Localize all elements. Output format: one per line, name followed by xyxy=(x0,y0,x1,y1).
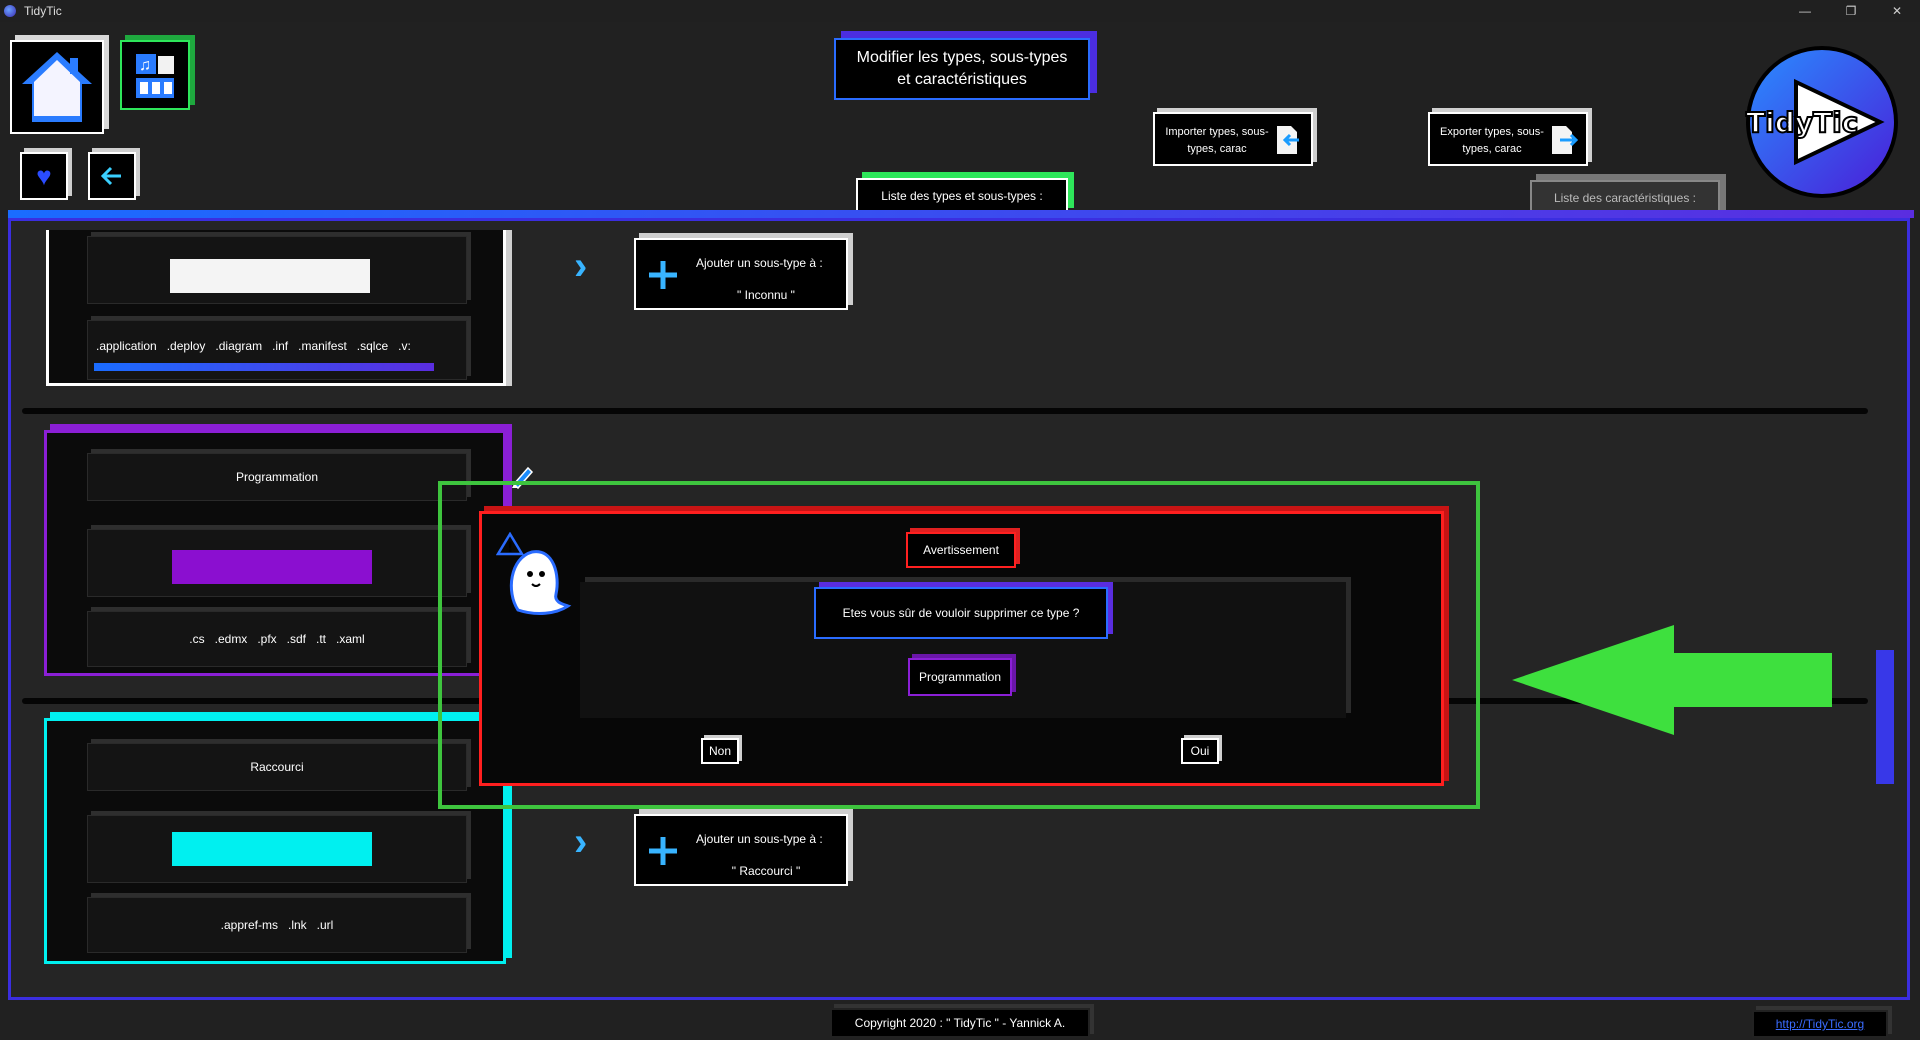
tab-characteristics-label: Liste des caractéristiques : xyxy=(1553,191,1697,205)
type-color-slot xyxy=(87,236,467,304)
type-color-swatch[interactable] xyxy=(172,550,372,584)
yes-button-label: Oui xyxy=(1190,744,1210,758)
home-button[interactable] xyxy=(10,40,104,134)
dialog-type-name: Programmation xyxy=(908,658,1012,696)
add-subtype-label: Ajouter un sous-type à : xyxy=(696,256,823,270)
page-title-box: Modifier les types, sous-types et caract… xyxy=(834,38,1090,100)
home-icon xyxy=(22,52,92,122)
svg-text:!: ! xyxy=(507,540,513,556)
extensions-slot: .appref-ms .lnk .url xyxy=(87,897,467,953)
type-card: .application .deploy .diagram .inf .mani… xyxy=(46,230,506,386)
type-color-slot xyxy=(87,529,467,597)
favorite-button[interactable]: ♥ xyxy=(20,152,68,200)
extensions-slot: .application .deploy .diagram .inf .mani… xyxy=(87,320,467,380)
extensions-scrollbar[interactable] xyxy=(94,363,434,371)
tab-types-label: Liste des types et sous-types : xyxy=(881,189,1043,203)
dialog-highlight-outline xyxy=(438,481,1480,809)
chevron-right-icon[interactable]: › xyxy=(574,244,588,288)
dialog-message-text: Etes vous sûr de vouloir supprimer ce ty… xyxy=(842,606,1080,620)
type-name-slot[interactable]: Programmation xyxy=(87,453,467,501)
website-link[interactable]: http://TidyTic.org xyxy=(1752,1010,1888,1038)
yes-button[interactable]: Oui xyxy=(1181,738,1219,764)
import-label: Importer types, sous-types, carac xyxy=(1165,126,1269,155)
vertical-scrollbar-thumb[interactable] xyxy=(1876,650,1894,784)
add-subtype-label: Ajouter un sous-type à : xyxy=(696,832,823,846)
copyright-text: Copyright 2020 : " TidyTic " - Yannick A… xyxy=(854,1016,1066,1030)
no-button[interactable]: Non xyxy=(701,738,739,764)
ghost-warning-icon: ! xyxy=(496,532,572,615)
dialog-type-text: Programmation xyxy=(918,670,1002,684)
extensions-list: .cs .edmx .pfx .sdf .tt .xaml xyxy=(189,632,365,646)
type-name-slot[interactable]: Raccourci xyxy=(87,743,467,791)
tidytic-logo: TidyTic xyxy=(1742,42,1902,202)
add-subtype-target: " Raccourci " xyxy=(731,864,801,878)
extensions-list: .application .deploy .diagram .inf .mani… xyxy=(96,339,411,353)
type-color-swatch[interactable] xyxy=(172,832,372,866)
green-arrow-icon xyxy=(1512,625,1832,735)
window-title: TidyTic xyxy=(24,4,62,18)
export-file-icon xyxy=(1552,126,1579,154)
type-name: Raccourci xyxy=(250,760,304,774)
export-label: Exporter types, sous-types, carac xyxy=(1440,126,1544,155)
media-settings-icon: ♫ xyxy=(136,54,174,98)
minimize-button[interactable]: — xyxy=(1799,4,1811,18)
add-subtype-button[interactable]: Ajouter un sous-type à : " Raccourci " xyxy=(634,814,848,886)
type-color-swatch[interactable] xyxy=(170,259,370,293)
logo-text: TidyTic xyxy=(1746,106,1858,139)
dialog-title: Avertissement xyxy=(906,532,1016,568)
chevron-right-icon[interactable]: › xyxy=(574,820,588,864)
svg-text:♫: ♫ xyxy=(139,57,151,74)
back-button[interactable] xyxy=(88,152,136,200)
close-button[interactable]: ✕ xyxy=(1891,4,1903,18)
restore-button[interactable]: ❐ xyxy=(1845,4,1857,18)
heart-icon: ♥ xyxy=(36,160,52,191)
export-button[interactable]: Exporter types, sous-types, carac xyxy=(1428,112,1588,166)
dialog-title-text: Avertissement xyxy=(923,543,999,557)
extensions-slot: .cs .edmx .pfx .sdf .tt .xaml xyxy=(87,611,467,667)
extensions-list: .appref-ms .lnk .url xyxy=(220,918,334,932)
copyright-box: Copyright 2020 : " TidyTic " - Yannick A… xyxy=(830,1008,1090,1038)
frame-top-bar xyxy=(8,210,1914,218)
type-divider xyxy=(22,408,1868,414)
plus-icon xyxy=(649,261,677,289)
tab-types[interactable]: Liste des types et sous-types : xyxy=(856,178,1068,214)
type-card: Programmation .cs .edmx .pfx .sdf .tt .x… xyxy=(44,430,506,676)
media-settings-button[interactable]: ♫ xyxy=(120,40,190,110)
plus-icon xyxy=(649,837,677,865)
app-icon xyxy=(4,5,16,17)
page-title: Modifier les types, sous-types et caract… xyxy=(856,49,1068,88)
import-file-icon xyxy=(1277,126,1299,154)
add-subtype-button[interactable]: Ajouter un sous-type à : " Inconnu " xyxy=(634,238,848,310)
type-name: Programmation xyxy=(235,470,319,484)
no-button-label: Non xyxy=(708,744,731,758)
type-card: Raccourci .appref-ms .lnk .url xyxy=(44,718,506,964)
import-button[interactable]: Importer types, sous-types, carac xyxy=(1153,112,1313,166)
website-link-text: http://TidyTic.org xyxy=(1775,1017,1865,1031)
back-arrow-icon xyxy=(100,166,121,186)
window-titlebar: TidyTic — ❐ ✕ xyxy=(0,0,1920,22)
type-color-slot xyxy=(87,815,467,883)
add-subtype-target: " Inconnu " xyxy=(737,288,795,302)
dialog-message: Etes vous sûr de vouloir supprimer ce ty… xyxy=(814,587,1108,639)
